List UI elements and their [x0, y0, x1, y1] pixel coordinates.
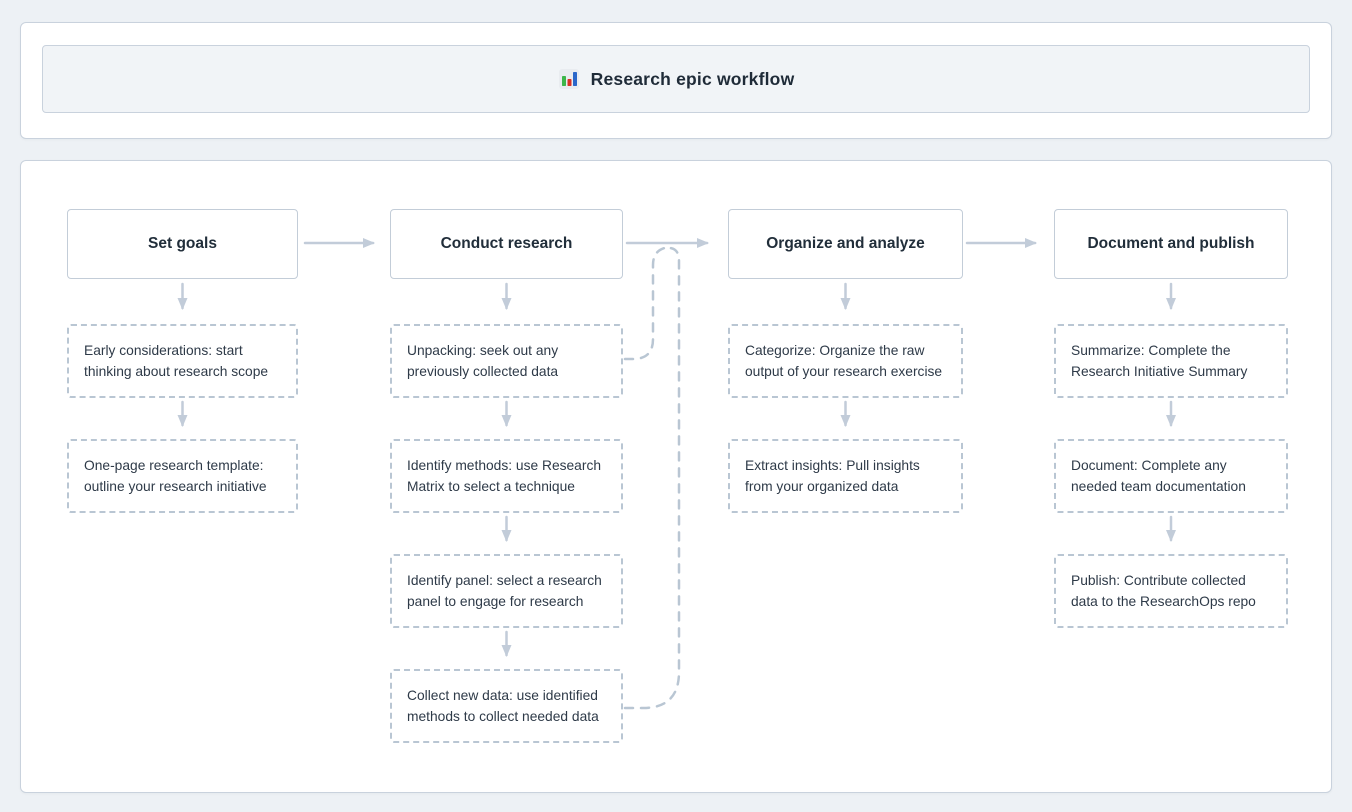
- stage-conduct-research: Conduct research: [390, 209, 623, 279]
- step-label: One-page research template: outline your…: [84, 458, 267, 494]
- dashed-link-unpacking: [623, 245, 673, 361]
- step-label: Document: Complete any needed team docum…: [1071, 458, 1246, 494]
- step-identify-methods: Identify methods: use Research Matrix to…: [390, 439, 623, 513]
- stage-document-and-publish: Document and publish: [1054, 209, 1288, 279]
- step-label: Identify panel: select a research panel …: [407, 573, 602, 609]
- step-label: Publish: Contribute collected data to th…: [1071, 573, 1256, 609]
- step-label: Summarize: Complete the Research Initiat…: [1071, 343, 1248, 379]
- step-document: Document: Complete any needed team docum…: [1054, 439, 1288, 513]
- step-unpacking: Unpacking: seek out any previously colle…: [390, 324, 623, 398]
- stage-label: Conduct research: [440, 235, 573, 252]
- flowchart-panel: Set goals Early considerations: start th…: [20, 160, 1332, 793]
- diagram-title: Research epic workflow: [590, 68, 795, 89]
- step-early-considerations: Early considerations: start thinking abo…: [67, 324, 298, 398]
- stage-label: Document and publish: [1087, 235, 1255, 252]
- step-label: Identify methods: use Research Matrix to…: [407, 458, 602, 494]
- stage-label: Set goals: [148, 235, 217, 252]
- step-extract-insights: Extract insights: Pull insights from you…: [728, 439, 963, 513]
- step-categorize: Categorize: Organize the raw output of y…: [728, 324, 963, 398]
- step-identify-panel: Identify panel: select a research panel …: [390, 554, 623, 628]
- diagram-title-bar: Research epic workflow: [42, 45, 1310, 113]
- step-label: Unpacking: seek out any previously colle…: [407, 343, 559, 379]
- step-label: Categorize: Organize the raw output of y…: [745, 343, 943, 379]
- step-label: Extract insights: Pull insights from you…: [745, 458, 920, 494]
- step-label: Early considerations: start thinking abo…: [84, 343, 269, 379]
- step-label: Collect new data: use identified methods…: [407, 688, 599, 724]
- step-publish: Publish: Contribute collected data to th…: [1054, 554, 1288, 628]
- bar-chart-icon: [558, 68, 580, 90]
- title-panel: Research epic workflow: [20, 22, 1332, 139]
- step-collect-new-data: Collect new data: use identified methods…: [390, 669, 623, 743]
- stage-label: Organize and analyze: [766, 235, 925, 252]
- step-summarize: Summarize: Complete the Research Initiat…: [1054, 324, 1288, 398]
- step-one-page-template: One-page research template: outline your…: [67, 439, 298, 513]
- dashed-link-collect-new-data: [623, 246, 681, 710]
- stage-set-goals: Set goals: [67, 209, 298, 279]
- stage-organize-and-analyze: Organize and analyze: [728, 209, 963, 279]
